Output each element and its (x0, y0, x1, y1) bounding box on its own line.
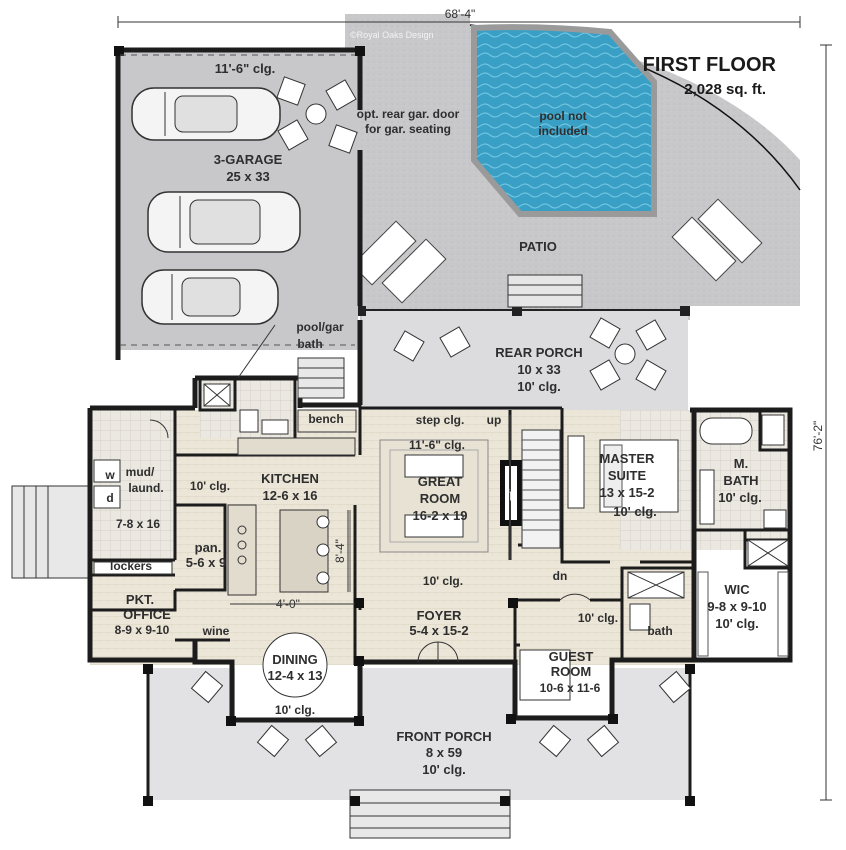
garage-note-2: for gar. seating (365, 122, 451, 136)
dining-ceiling: 10' clg. (275, 703, 315, 717)
car-2 (147, 191, 301, 253)
rear-porch-label: REAR PORCH (495, 345, 582, 360)
dining-size: 12-4 x 13 (268, 668, 323, 683)
island-length: 8'-4" (333, 539, 347, 563)
lockers-label: lockers (110, 559, 152, 573)
guest-label-2: ROOM (551, 664, 591, 679)
side-steps (11, 485, 93, 579)
pool-note-1: pool not (539, 109, 586, 123)
pantry-label: pan. (195, 540, 222, 555)
rear-porch-furniture (393, 317, 667, 391)
garage-note-1: opt. rear gar. door (357, 107, 460, 121)
office-label-1: PKT. (126, 592, 154, 607)
guest-ceiling: 10' clg. (578, 611, 618, 625)
car-1 (131, 87, 281, 141)
kitchen-label: KITCHEN (261, 471, 319, 486)
mud-label-1: mud/ (126, 465, 155, 479)
master-bath-ceiling: 10' clg. (718, 490, 762, 505)
office-size: 8-9 x 9-10 (115, 623, 170, 637)
rear-porch-size: 10 x 33 (517, 362, 560, 377)
step-ceiling: step clg. (416, 413, 465, 427)
front-porch-area (148, 668, 690, 800)
rear-porch-area (362, 310, 688, 410)
dining-label: DINING (272, 652, 318, 667)
wic-size: 9-8 x 9-10 (707, 599, 766, 614)
foyer-size: 5-4 x 15-2 (409, 623, 468, 638)
bath-label: bath (647, 624, 672, 638)
plan-title: FIRST FLOOR (643, 54, 777, 76)
dimension-lines (117, 16, 832, 801)
tub (699, 417, 753, 445)
master-label-2: SUITE (608, 468, 647, 483)
master-bath-label-1: M. (734, 456, 748, 471)
mud-label-2: laund. (128, 481, 163, 495)
kitchen-size: 12-6 x 16 (263, 488, 318, 503)
patio-steps (507, 274, 583, 308)
kitchen-ceiling: 10' clg. (190, 479, 230, 493)
great-room-size: 16-2 x 19 (413, 508, 468, 523)
garage-seating (276, 76, 358, 154)
pool-bath-1: pool/gar (296, 320, 344, 334)
dryer-label: d (106, 491, 113, 505)
lounger-left (351, 220, 447, 304)
master-bath-label-2: BATH (723, 473, 758, 488)
front-porch-furniture (190, 670, 692, 758)
master-label-1: MASTER (600, 451, 656, 466)
copyright: ©Royal Oaks Design (350, 30, 434, 40)
wine-label: wine (202, 624, 230, 638)
garage-ceiling: 11'-6" clg. (215, 61, 276, 76)
front-porch-size: 8 x 59 (426, 745, 462, 760)
pool-note-2: included (538, 124, 587, 138)
front-steps (349, 789, 511, 839)
plan-area: 2,028 sq. ft. (684, 81, 766, 98)
patio-label: PATIO (519, 239, 557, 254)
great-room-label-2: ROOM (420, 491, 460, 506)
front-porch-ceiling: 10' clg. (422, 762, 466, 777)
depth-dimension: 76'-2" (811, 421, 825, 452)
office-label-2: OFFICE (123, 607, 171, 622)
sofa (404, 454, 464, 478)
garage-size: 25 x 33 (226, 169, 269, 184)
master-size: 13 x 15-2 (600, 485, 655, 500)
foyer-label: FOYER (417, 608, 462, 623)
bench-label: bench (308, 412, 343, 426)
great-room-ceiling-2: 10' clg. (423, 574, 463, 588)
garage-name: 3-GARAGE (214, 152, 283, 167)
stairs-down: dn (553, 569, 568, 583)
guest-size: 10-6 x 11-6 (540, 681, 601, 695)
great-room-label-1: GREAT (418, 474, 463, 489)
wic-label: WIC (724, 582, 750, 597)
width-dimension: 68'-4" (445, 7, 476, 21)
fireplace-label: fp (505, 487, 516, 501)
washer-label: w (104, 468, 115, 482)
guest-label-1: GUEST (549, 649, 594, 664)
island-gap: 4'-0" (276, 597, 300, 611)
rear-porch-ceiling: 10' clg. (517, 379, 561, 394)
stairs (509, 415, 561, 560)
stairs-up: up (487, 413, 502, 427)
dining-table (262, 632, 328, 698)
pool (471, 24, 657, 217)
mud-size: 7-8 x 16 (116, 517, 160, 531)
wic-ceiling: 10' clg. (715, 616, 759, 631)
great-room-ceiling: 11'-6" clg. (409, 438, 465, 452)
front-porch-label: FRONT PORCH (396, 729, 491, 744)
pantry-size: 5-6 x 9 (186, 555, 226, 570)
master-ceiling: 10' clg. (613, 504, 657, 519)
car-3 (141, 269, 279, 325)
pool-bath-2: bath (297, 337, 322, 351)
lounger-right (671, 198, 763, 282)
